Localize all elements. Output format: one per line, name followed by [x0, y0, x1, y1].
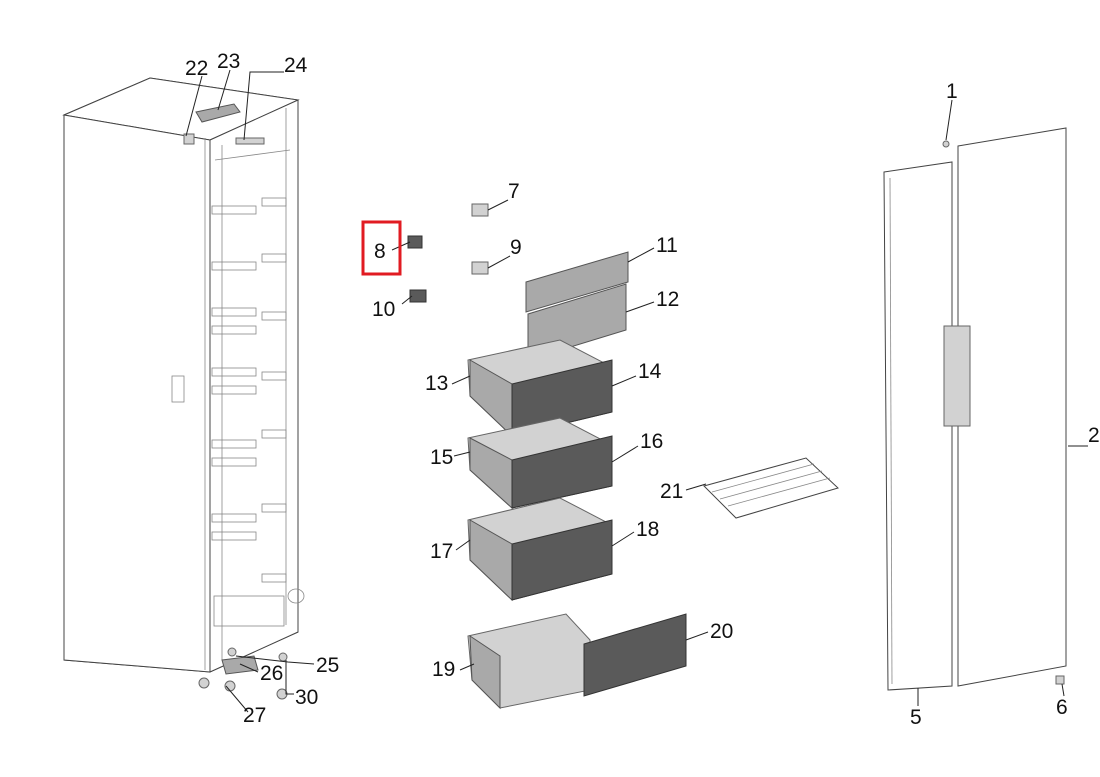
part-23-cover [195, 103, 241, 123]
drawer-13-14 [467, 339, 613, 438]
part-label-11: 11 [656, 234, 678, 257]
part-label-6: 6 [1056, 696, 1068, 719]
part-label-26: 26 [260, 662, 283, 685]
part-label-8: 8 [374, 240, 386, 263]
part-labels: 22 23 24 1 2 5 6 7 8 9 10 11 12 13 14 15… [185, 50, 1100, 729]
small-parts [407, 203, 489, 303]
part-label-9: 9 [510, 236, 522, 259]
drawer-15-16 [467, 417, 613, 510]
part-22-hinge [183, 133, 195, 145]
drawer-panels [525, 251, 629, 361]
part-label-14: 14 [638, 360, 662, 383]
part-label-12: 12 [656, 288, 679, 311]
cabinet [62, 77, 305, 700]
part-9-clip [471, 261, 489, 275]
part-21-wire-shelf [703, 457, 839, 519]
part-18-drawer-front [511, 519, 613, 601]
drawer-17-18 [467, 497, 613, 602]
part-label-24: 24 [284, 54, 308, 77]
part-16-drawer-front [511, 435, 613, 509]
drawer-19-20 [467, 613, 687, 710]
part-14-drawer-front [511, 359, 613, 437]
part-label-21: 21 [660, 480, 683, 503]
part-label-20: 20 [710, 620, 733, 643]
door [883, 127, 1067, 691]
part-7-clip [471, 203, 489, 217]
part-label-18: 18 [636, 518, 659, 541]
part-label-10: 10 [372, 298, 395, 321]
part-label-1: 1 [946, 80, 958, 103]
part-label-16: 16 [640, 430, 663, 453]
part-label-7: 7 [508, 180, 520, 203]
part-label-25: 25 [316, 654, 339, 677]
part-8-clip [407, 235, 423, 249]
part-label-27: 27 [243, 704, 266, 727]
part-11-panel [525, 251, 629, 313]
door-handle [943, 325, 971, 427]
leader-lines [185, 69, 1088, 713]
part-24-bracket [235, 137, 265, 145]
part-label-13: 13 [425, 372, 448, 395]
part-12-panel [527, 283, 627, 361]
part-label-5: 5 [910, 706, 922, 729]
highlight-box-part-8 [361, 220, 402, 276]
part-label-2: 2 [1088, 424, 1100, 447]
part-label-23: 23 [217, 50, 240, 73]
part-10-clip [409, 289, 427, 303]
part-label-30: 30 [295, 686, 318, 709]
part-label-15: 15 [430, 446, 453, 469]
part-label-17: 17 [430, 540, 453, 563]
part-label-22: 22 [185, 57, 208, 80]
part-label-19: 19 [432, 658, 455, 681]
part-20-drawer-front [583, 613, 687, 697]
